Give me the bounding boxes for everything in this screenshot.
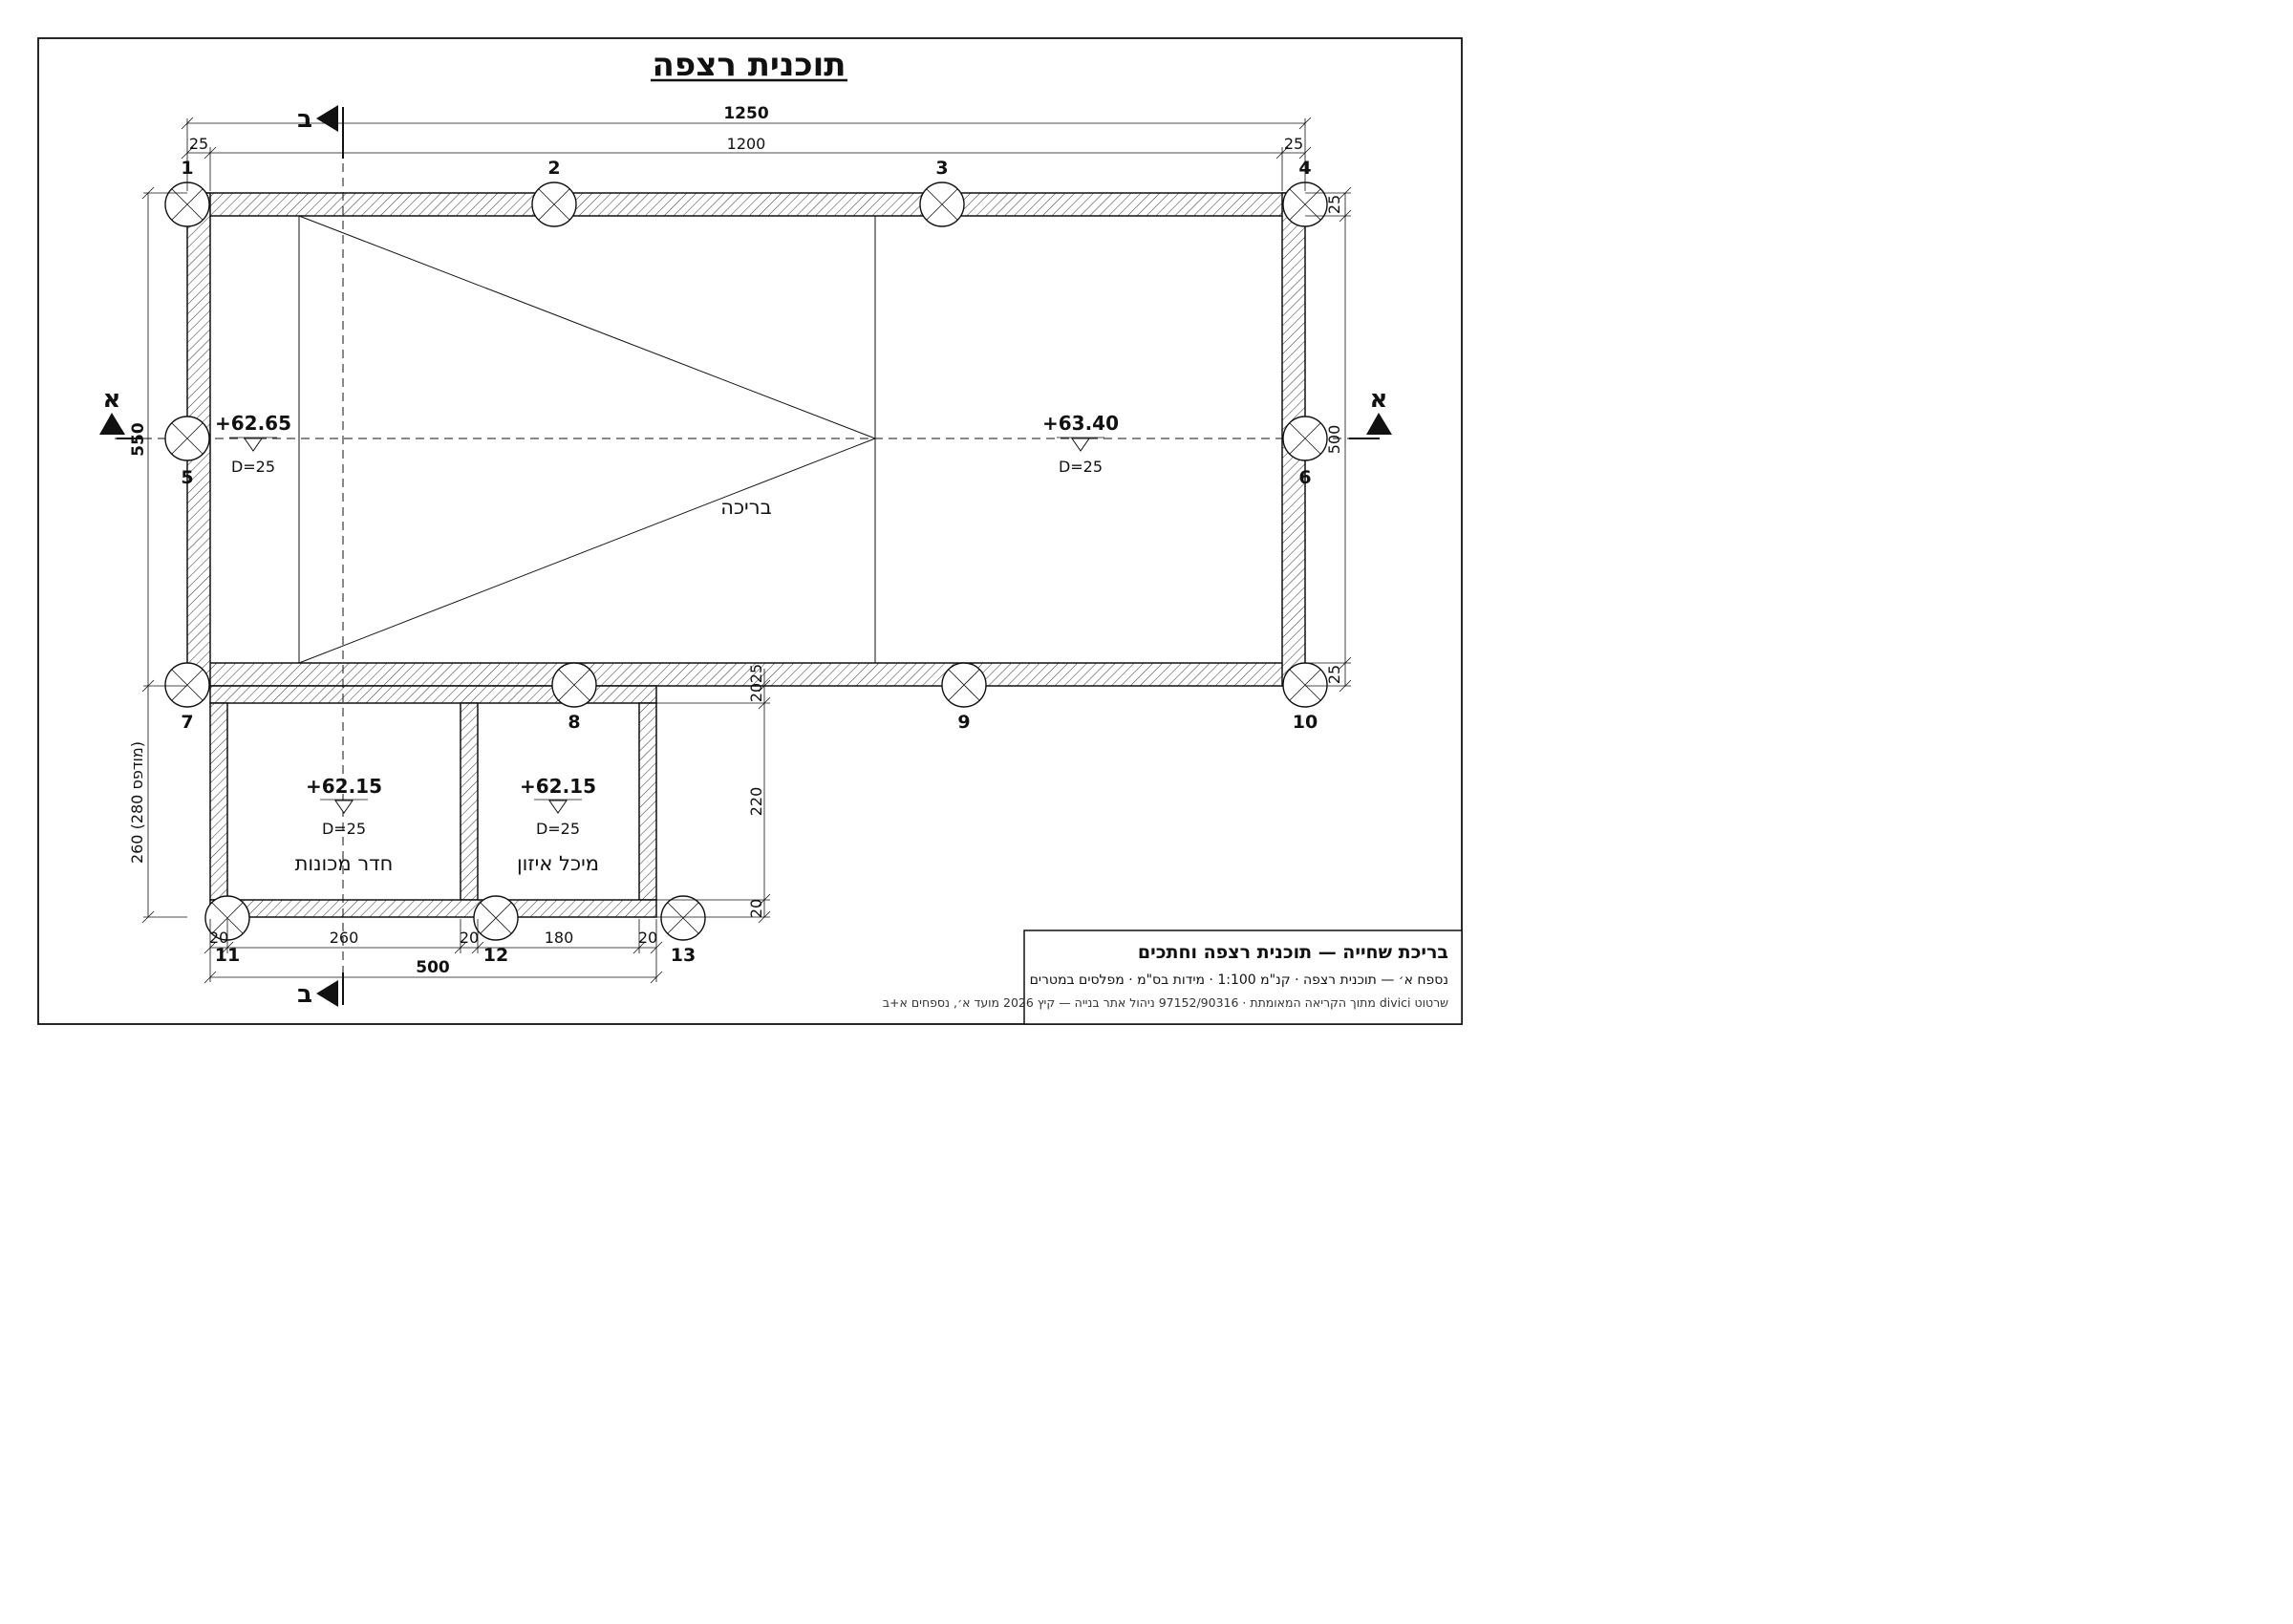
- column-8: [551, 662, 597, 708]
- dim-annex-bottom-wall: 20: [747, 899, 765, 918]
- floor-plan-drawing: תוכנית רצפה: [37, 37, 1463, 1025]
- dim-overall-length: 1250: [723, 104, 768, 123]
- svg-text:ב: ב: [297, 980, 312, 1009]
- axis-label-5: 5: [181, 467, 193, 488]
- pool-walls: [186, 192, 1306, 687]
- svg-text:D=25: D=25: [322, 820, 366, 838]
- svg-text:+62.65: +62.65: [215, 412, 291, 435]
- column-9: [941, 662, 987, 708]
- right-dimensions: 25 500 25: [1305, 186, 1352, 693]
- slope-line-top: [298, 215, 876, 439]
- dim-annex-seg2: 260: [330, 929, 359, 947]
- left-dimensions: 550 260 (280 מודפס): [128, 186, 187, 924]
- title-block: בריכת שחייה — תוכנית רצפה וחתכים נספח א׳…: [883, 930, 1463, 1025]
- svg-text:+63.40: +63.40: [1042, 412, 1119, 435]
- dim-annex-seg4: 180: [545, 929, 574, 947]
- annex-wall-right: [638, 702, 657, 901]
- level-marker-deep: +63.40 D=25: [1042, 412, 1119, 476]
- column-6: [1282, 416, 1328, 461]
- drawing-title: תוכנית רצפה: [652, 46, 846, 84]
- axis-label-3: 3: [935, 158, 948, 179]
- dim-annex-top-wall-2: 25: [747, 664, 765, 683]
- dim-inner-length: 1200: [727, 135, 766, 153]
- axis-label-12: 12: [483, 945, 508, 966]
- level-marker-shallow: +62.65 D=25: [215, 412, 291, 476]
- annex-right-dimensions: 20 25 220 20: [656, 664, 771, 924]
- room-label-balance-tank: מיכל איזון: [517, 852, 599, 875]
- section-marker-a-left: א: [99, 385, 141, 439]
- axis-labels: 1 2 3 4 5 6 7 8 9 10 11 12 13: [181, 158, 1318, 966]
- svg-text:+62.15: +62.15: [520, 775, 596, 798]
- svg-text:א: א: [103, 385, 121, 414]
- columns: [164, 182, 1328, 941]
- room-label-machine-room: חדר מכונות: [295, 852, 394, 875]
- dim-annex-seg1: 20: [209, 929, 228, 947]
- level-marker-balance-tank: +62.15 D=25: [520, 775, 596, 838]
- column-7: [164, 662, 210, 708]
- column-5: [164, 416, 210, 461]
- svg-text:ב: ב: [297, 105, 312, 134]
- dim-annex-inner-height: 220: [747, 787, 765, 817]
- dim-annex-depth: 260 (280 מודפס): [128, 741, 146, 864]
- title-block-project: בריכת שחייה — תוכנית רצפה וחתכים: [1138, 942, 1448, 963]
- annex-walls: [209, 685, 657, 918]
- section-marker-a-right: א: [1349, 385, 1392, 439]
- axis-label-10: 10: [1293, 712, 1318, 733]
- wall-top: [186, 192, 1306, 217]
- dim-right-top-wall: 25: [1325, 195, 1343, 214]
- dim-pool-width-right: 500: [1325, 425, 1343, 455]
- annex-wall-bottom: [209, 899, 657, 918]
- annex-wall-top: [209, 685, 657, 704]
- axis-label-8: 8: [568, 712, 580, 733]
- axis-label-6: 6: [1298, 467, 1311, 488]
- top-dimensions: 1250 1200 25 25: [181, 104, 1312, 191]
- room-label-pool: בריכה: [720, 496, 772, 519]
- column-10: [1282, 662, 1328, 708]
- pool-floor-lines: [298, 215, 876, 664]
- svg-text:D=25: D=25: [231, 458, 275, 476]
- svg-text:א: א: [1370, 385, 1388, 414]
- svg-text:+62.15: +62.15: [306, 775, 382, 798]
- dim-annex-top-wall-1: 20: [747, 683, 765, 702]
- section-marker-b-bottom: ב: [297, 972, 344, 1009]
- column-12: [473, 895, 519, 941]
- title-block-sheet: נספח א׳ — תוכנית רצפה · קנ"מ 1:100 · מיד…: [1030, 972, 1448, 988]
- dim-annex-seg5: 20: [638, 929, 657, 947]
- wall-bottom: [186, 662, 1306, 687]
- level-marker-machine-room: +62.15 D=25: [306, 775, 382, 838]
- annex-wall-middle: [460, 702, 479, 901]
- svg-text:D=25: D=25: [536, 820, 580, 838]
- drawing-frame: [37, 37, 1463, 1025]
- annex-wall-left: [209, 702, 228, 901]
- dim-left-wall: 25: [189, 135, 208, 153]
- dim-annex-seg3: 20: [460, 929, 479, 947]
- axis-label-11: 11: [215, 945, 240, 966]
- annex-bottom-dimensions: 20 260 20 180 20 500: [204, 919, 663, 984]
- axis-label-2: 2: [547, 158, 560, 179]
- dim-annex-total: 500: [416, 958, 450, 977]
- slope-line-bottom: [298, 438, 876, 664]
- column-13: [660, 895, 706, 941]
- dim-right-wall: 25: [1284, 135, 1303, 153]
- title-block-source: מתוך הקריאה המאומתת · 97152/90316 ניהול …: [883, 995, 1448, 1010]
- column-3: [919, 182, 965, 227]
- column-1: [164, 182, 210, 227]
- axis-label-7: 7: [181, 712, 193, 733]
- column-2: [531, 182, 577, 227]
- axis-label-9: 9: [957, 712, 970, 733]
- svg-text:D=25: D=25: [1059, 458, 1103, 476]
- dim-right-bottom-wall: 25: [1325, 665, 1343, 684]
- section-marker-b-top: ב: [297, 105, 344, 159]
- axis-label-13: 13: [671, 945, 696, 966]
